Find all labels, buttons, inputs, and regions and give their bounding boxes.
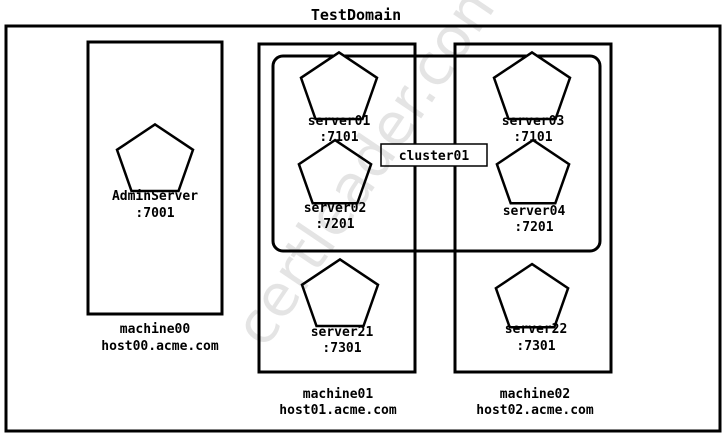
- domain-boundary: [4, 24, 722, 433]
- machine-02-box: [453, 42, 613, 374]
- machine-00-box: [86, 40, 224, 316]
- server-name: server03: [502, 114, 565, 129]
- server-name: server21: [311, 325, 374, 340]
- server-port: :7101: [319, 130, 358, 145]
- server-port: :7301: [516, 339, 555, 354]
- server-22: server22 :7301: [494, 262, 570, 354]
- machine-02-name: machine02: [500, 387, 570, 402]
- server-port: :7301: [322, 341, 361, 356]
- server-01: server01 :7101: [299, 50, 379, 145]
- machine-01-name: machine01: [303, 387, 374, 402]
- server-port: :7201: [315, 217, 354, 232]
- machine-00-host: host00.acme.com: [101, 339, 219, 354]
- server-04: server04 :7201: [495, 138, 571, 235]
- server-pentagon-icon: [299, 50, 379, 121]
- machine-01: machine01 host01.acme.com: [257, 42, 417, 418]
- server-name: AdminServer: [112, 189, 198, 204]
- machine-01-host: host01.acme.com: [279, 403, 397, 418]
- server-port: :7001: [135, 206, 174, 221]
- server-pentagon-icon: [297, 138, 373, 205]
- server-admin: AdminServer :7001: [112, 122, 198, 221]
- machine-00: machine00 host00.acme.com: [86, 40, 224, 354]
- machine-00-name: machine00: [120, 322, 191, 337]
- server-name: server01: [308, 114, 371, 129]
- machine-01-box: [257, 42, 417, 374]
- server-02: server02 :7201: [297, 138, 373, 232]
- server-port: :7101: [513, 130, 552, 145]
- machine-02-host: host02.acme.com: [476, 403, 594, 418]
- server-03: server03 :7101: [492, 50, 572, 145]
- server-pentagon-icon: [495, 138, 571, 205]
- server-name: server22: [505, 322, 568, 337]
- server-21: server21 :7301: [300, 257, 380, 356]
- cluster: cluster01: [271, 54, 602, 253]
- server-pentagon-icon: [300, 257, 380, 328]
- machine-02: machine02 host02.acme.com: [453, 42, 613, 418]
- server-pentagon-icon: [492, 50, 572, 121]
- server-name: server02: [304, 201, 367, 216]
- server-port: :7201: [514, 220, 553, 235]
- cluster-label-box: [380, 143, 488, 167]
- cluster-name: cluster01: [399, 149, 470, 164]
- domain-title: TestDomain: [311, 6, 401, 24]
- server-pentagon-icon: [494, 262, 570, 329]
- cluster-boundary: [271, 54, 602, 253]
- server-name: server04: [503, 204, 566, 219]
- server-pentagon-icon: [115, 122, 195, 193]
